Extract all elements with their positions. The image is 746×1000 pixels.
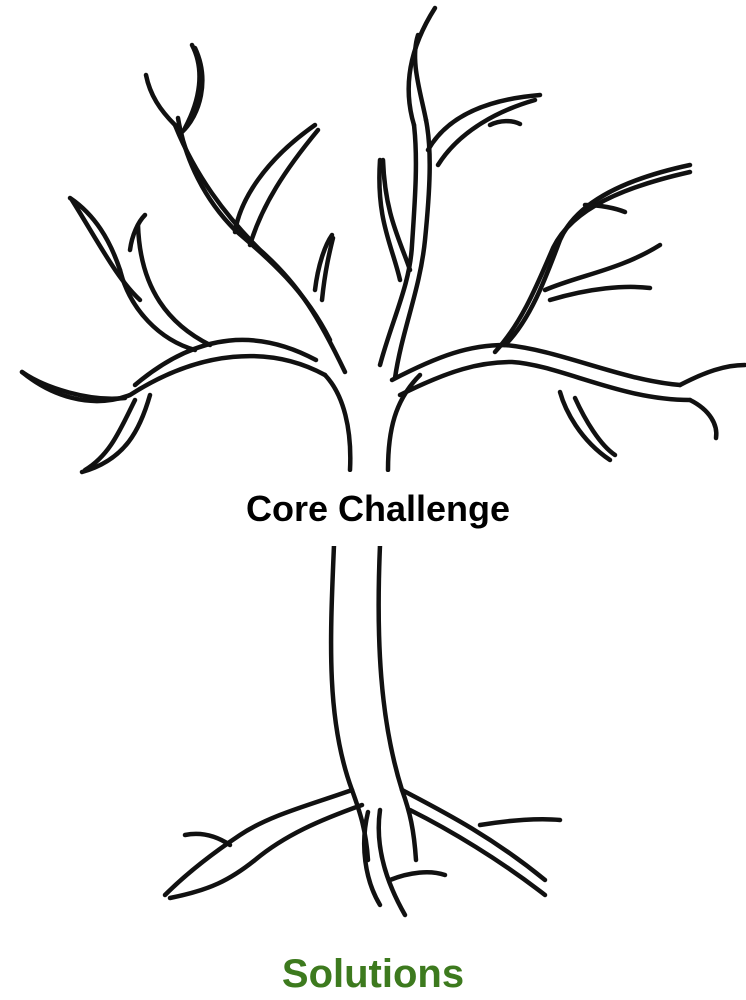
- solutions-label: Solutions: [281, 951, 465, 996]
- branch-right: [389, 162, 746, 463]
- tree-trunk: [322, 372, 423, 863]
- core-challenge-label: Core Challenge: [218, 472, 538, 546]
- branch-left-high: [143, 42, 348, 375]
- branch-center: [377, 5, 543, 381]
- tree-roots: [162, 787, 563, 918]
- branch-left-low: [19, 195, 328, 475]
